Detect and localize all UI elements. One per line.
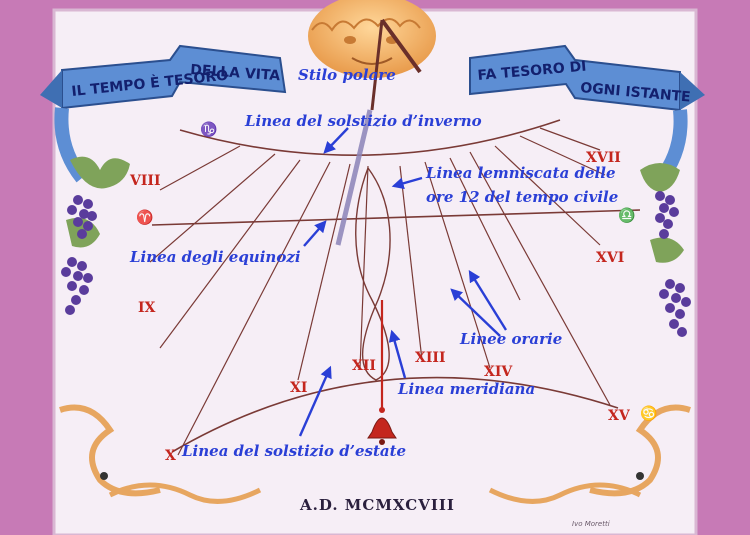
date-inscription: A.D. MCMXCVIII [299,496,455,514]
summer-solstice-curve [171,376,619,453]
hour-lines [149,127,611,456]
hour-line-xiii [399,165,423,361]
sign-cancer: ♋ [640,405,657,422]
lemniscate-curve [355,166,391,381]
ornament-bottom-right [589,404,691,497]
sign-aries: ♈ [136,209,153,226]
arrow-equinozi [303,220,327,247]
grapes-left [61,156,130,315]
arrow-meridiana [388,329,407,379]
label-linee-orarie: Linee orarie [459,330,562,348]
annotation-arrows [298,127,508,437]
arrow-inverno [323,127,349,154]
label-stilo-polare: Stilo polare [298,66,396,84]
hour-line-ix [159,159,301,349]
gnomon-shadow [335,109,373,246]
hour-numeral-x: X [165,448,176,464]
label-equinozi: Linea degli equinozi [129,248,301,266]
hour-line-xvii-b [539,127,601,151]
label-solstizio-estate: Linea del solstizio d’estate [181,442,406,460]
hour-line-x [177,161,331,456]
hour-numeral-xvii: XVII [586,150,621,166]
hour-numeral-xi: XI [290,380,307,396]
hour-numeral-xiii: XIII [415,350,446,366]
sun-decoration [308,0,436,78]
banner-left-text-2: DELLA VITA [190,62,281,84]
hour-numeral-xv: XV [608,408,631,424]
hour-line-xvi [494,145,601,246]
grapes-right [640,163,691,337]
arrow-orarie-1 [450,288,501,337]
hour-line-xiv [424,161,491,369]
arrow-orarie-2 [468,269,508,331]
artist-signature: Ivo Moretti [572,520,610,528]
hour-line-xii [359,165,369,369]
ornament-bottom-left-2 [108,482,262,504]
hour-numeral-xvi: XVI [596,250,624,266]
hour-line-viii-b [149,153,276,263]
screw-left [100,472,108,480]
label-meridiana: Linea meridiana [397,380,535,398]
hour-line-xvii [519,135,606,176]
hour-line-xi [297,163,351,381]
equinox-line [151,209,641,226]
winter-solstice-curve [179,119,561,156]
bell-icon [367,407,397,445]
hour-numeral-viii: VIII [129,173,161,189]
hour-numeral-ix: IX [138,300,156,316]
gnomon-rod [380,18,422,74]
hour-line-viii [159,145,241,191]
hour-line-xv [469,151,611,406]
label-solstizio-inverno: Linea del solstizio d’inverno [244,112,482,130]
ornament-bottom-left [59,404,161,497]
sign-libra: ♎ [618,207,635,224]
label-lemniscata-2: ore 12 del tempo civile [426,188,618,206]
sign-capricorn: ♑ [200,121,217,138]
gnomon-support [370,19,384,111]
hour-numeral-xiv: XIV [484,364,513,380]
arrow-estate [298,365,332,437]
hour-numeral-xii: XII [352,358,376,374]
arrow-lemniscata [391,176,423,190]
hour-line-xiv-b [449,157,521,301]
screw-right [636,472,644,480]
ornament-bottom-right-2 [488,482,642,504]
label-lemniscata-1: Linea lemniscata delle [425,164,616,182]
